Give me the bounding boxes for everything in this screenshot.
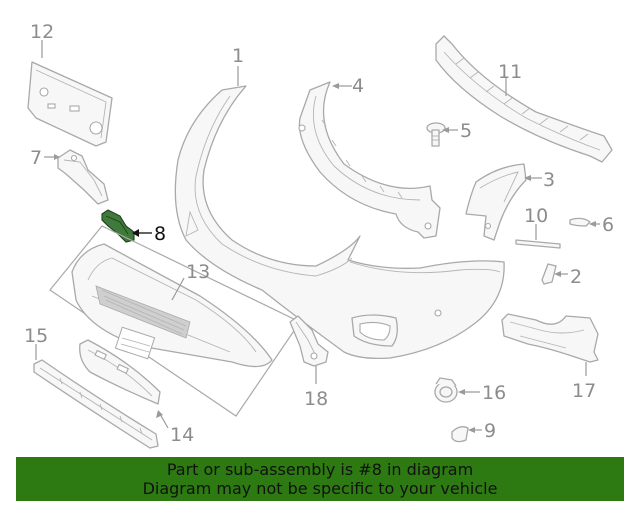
- part-12-license-plate-bracket[interactable]: [27, 61, 113, 147]
- banner-line-1: Part or sub-assembly is #8 in diagram: [166, 460, 474, 479]
- part-17-shield[interactable]: [501, 313, 599, 363]
- part-6-clip[interactable]: [569, 217, 591, 227]
- callout-10: 10: [524, 205, 548, 227]
- part-3-side-bracket[interactable]: [465, 163, 527, 241]
- banner-line-2: Diagram may not be specific to your vehi…: [142, 479, 498, 498]
- callout-1: 1: [232, 45, 244, 67]
- callout-17: 17: [572, 380, 596, 402]
- parts-diagram: 12 7 8 13 14 15: [24, 21, 614, 449]
- part-7-bracket[interactable]: [57, 149, 109, 205]
- part-13-lower-grille[interactable]: [49, 225, 301, 417]
- callout-11: 11: [498, 61, 522, 83]
- callout-16: 16: [482, 382, 506, 404]
- callout-2: 2: [570, 266, 582, 288]
- callout-18: 18: [304, 388, 328, 410]
- callout-13: 13: [186, 261, 210, 283]
- callout-4: 4: [352, 75, 364, 97]
- part-14-lower-trim[interactable]: [79, 339, 161, 405]
- part-2-clip[interactable]: [541, 263, 557, 285]
- info-banner: Part or sub-assembly is #8 in diagram Di…: [16, 457, 624, 501]
- callout-14: 14: [170, 424, 194, 446]
- part-5-bolt[interactable]: [426, 122, 446, 147]
- callout-9: 9: [484, 420, 496, 442]
- callout-15: 15: [24, 325, 48, 347]
- part-18-bracket[interactable]: [289, 315, 329, 367]
- part-11-energy-absorber[interactable]: [435, 35, 613, 163]
- callout-5: 5: [460, 120, 472, 142]
- part-1-bumper-cover[interactable]: [174, 85, 505, 360]
- part-15-trim-strip[interactable]: [33, 359, 159, 449]
- callout-6: 6: [602, 214, 614, 236]
- part-8-bracket-highlighted[interactable]: [101, 209, 135, 243]
- callout-3: 3: [543, 169, 555, 191]
- part-9-sensor-ring[interactable]: [451, 426, 469, 443]
- callout-7: 7: [30, 147, 42, 169]
- part-10-molding[interactable]: [515, 239, 561, 249]
- part-4-support-bracket[interactable]: [298, 81, 441, 239]
- part-16-sensor[interactable]: [434, 377, 458, 403]
- callout-12: 12: [30, 21, 54, 43]
- callout-8: 8: [154, 223, 166, 245]
